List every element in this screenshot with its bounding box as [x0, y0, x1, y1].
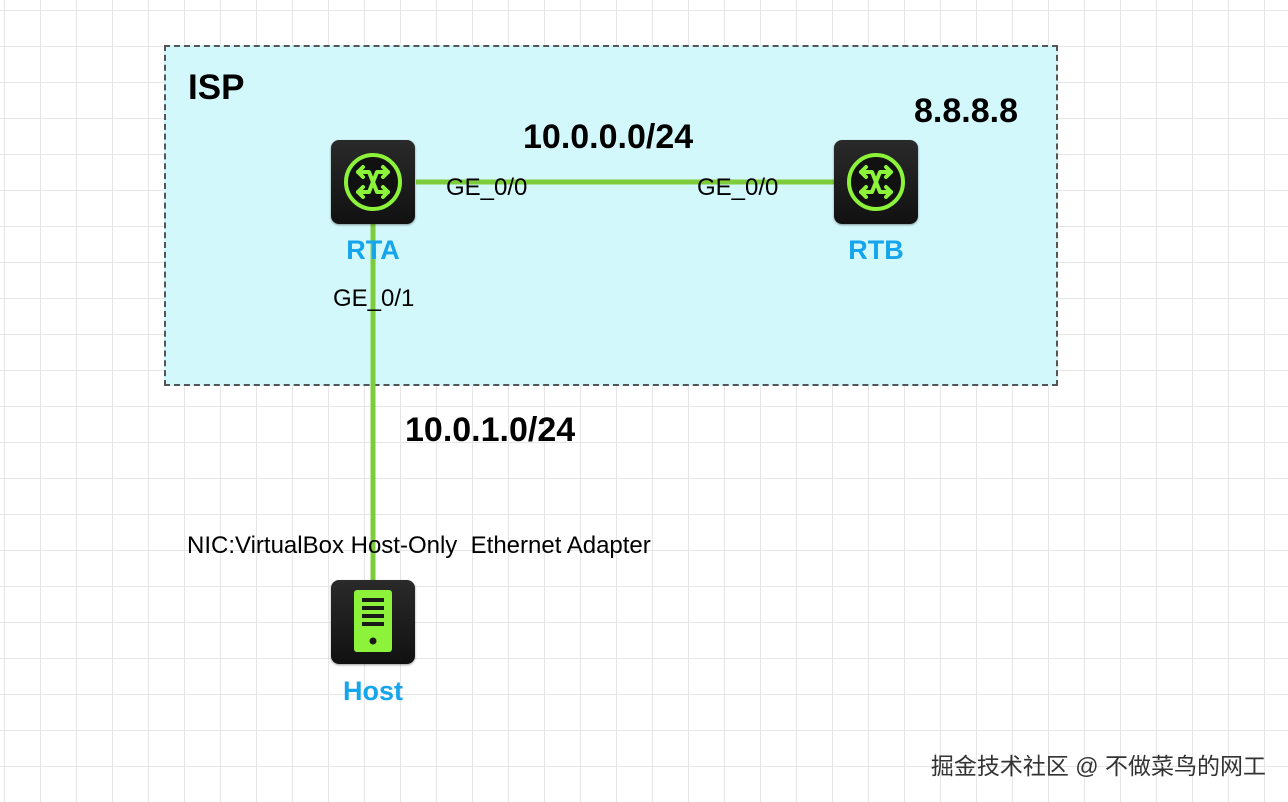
router-rtb[interactable] — [834, 140, 918, 224]
router-icon — [344, 153, 402, 211]
host-label: Host — [343, 676, 403, 706]
interface-rta-ge01: GE_0/1 — [333, 285, 415, 312]
router-rta[interactable] — [331, 140, 415, 224]
interface-rta-ge00: GE_0/0 — [446, 174, 528, 201]
router-rtb-label: RTB — [848, 235, 904, 265]
router-rta-label: RTA — [346, 235, 400, 265]
host-server[interactable] — [331, 580, 415, 664]
watermark: 掘金技术社区 @ 不做菜鸟的网工 — [930, 753, 1266, 779]
interface-host-nic: NIC:VirtualBox Host-Only Ethernet Adapte… — [187, 532, 651, 559]
server-icon — [354, 590, 392, 652]
router-icon — [847, 153, 905, 211]
network-rta-host: 10.0.1.0/24 — [405, 411, 576, 449]
isp-zone-title: ISP — [188, 68, 245, 107]
interface-rtb-ge00: GE_0/0 — [697, 174, 779, 201]
rtb-address: 8.8.8.8 — [914, 92, 1018, 130]
network-rta-rtb: 10.0.0.0/24 — [523, 118, 694, 156]
